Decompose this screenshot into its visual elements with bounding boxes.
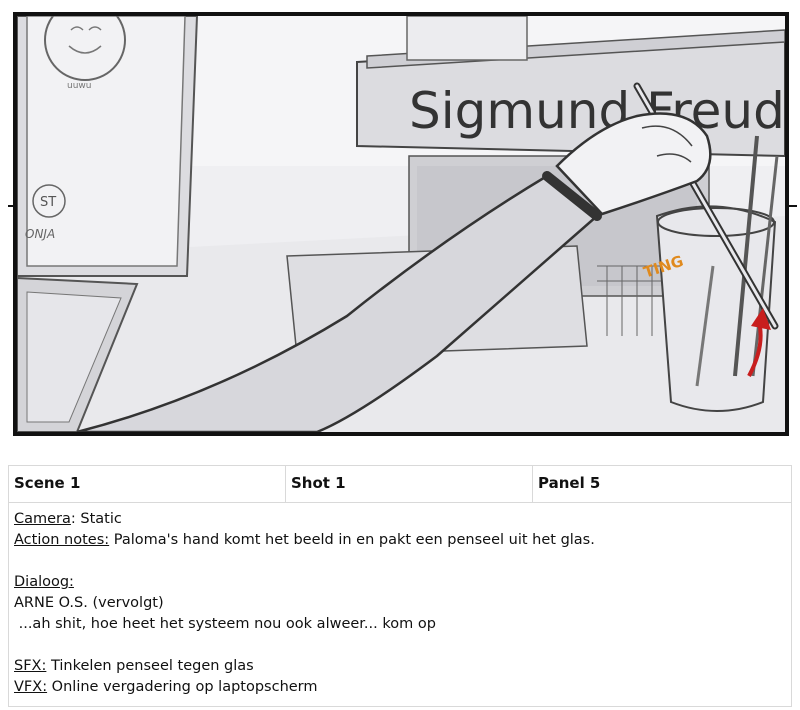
sfx-note: SFX: Tinkelen penseel tegen glas <box>14 656 786 677</box>
shot-label: Shot 1 <box>286 466 533 502</box>
camera-value: : Static <box>70 511 122 527</box>
action-label: Action notes: <box>14 532 110 548</box>
portrait-caption: uuwu <box>67 81 91 91</box>
picture-signature: ONJA <box>25 227 55 241</box>
hand-sketch <box>555 112 712 216</box>
storyboard-sketch: uuwu ST ONJA Sigmund Freud <box>17 16 785 432</box>
action-note: Action notes: Paloma's hand komt het bee… <box>14 530 786 551</box>
panel-label: Panel 5 <box>538 474 601 492</box>
notes-spacer <box>14 635 786 656</box>
vfx-note: VFX: Online vergadering op laptopscherm <box>14 677 786 698</box>
sfx-value: Tinkelen penseel tegen glas <box>46 658 254 674</box>
notes-spacer <box>14 551 786 572</box>
panel-notes: Camera: Static Action notes: Paloma's ha… <box>9 503 791 706</box>
sticker-circle <box>32 184 66 218</box>
panel-info-header: Scene 1 Shot 1 Panel 5 <box>9 466 791 503</box>
dialog-speaker: ARNE O.S. (vervolgt) <box>14 595 164 611</box>
action-value: Paloma's hand komt het beeld in en pakt … <box>109 532 595 548</box>
storyboard-panel: uuwu ST ONJA Sigmund Freud <box>13 12 789 436</box>
sfx-label: SFX: <box>14 658 47 674</box>
dialog-label: Dialoog: <box>14 574 74 590</box>
scene-label: Scene 1 <box>9 466 286 502</box>
panel-info-table: Scene 1 Shot 1 Panel 5 Camera: Static Ac… <box>8 465 792 707</box>
frame-tick-right <box>789 205 797 207</box>
arm-sketch <box>76 174 599 432</box>
dialog-heading: Dialoog: <box>14 572 786 593</box>
sticker-text: ST <box>40 195 56 210</box>
camera-label: Camera <box>14 511 71 527</box>
vfx-value: Online vergadering op laptopscherm <box>47 679 318 695</box>
brush-glass <box>655 205 777 412</box>
frame-tick-left <box>8 205 16 207</box>
dialog-line: ...ah shit, hoe heet het systeem nou ook… <box>14 616 436 632</box>
vfx-label: VFX: <box>14 679 48 695</box>
camera-note: Camera: Static <box>14 509 786 530</box>
portrait-sketch <box>44 16 126 81</box>
nameplate-text: Sigmund Freud <box>409 82 785 140</box>
